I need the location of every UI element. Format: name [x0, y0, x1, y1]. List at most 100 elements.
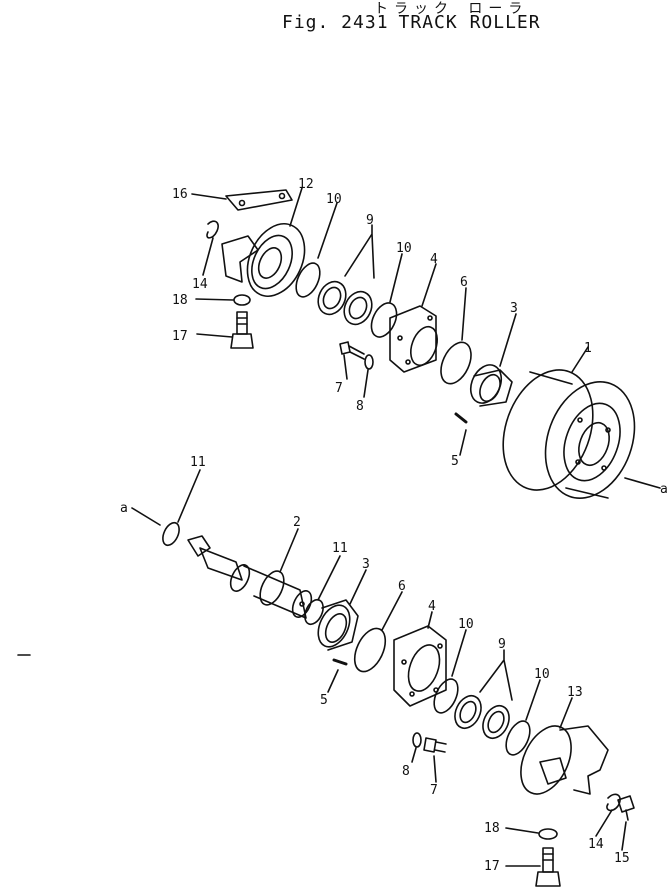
- label-10a: 10: [326, 192, 342, 207]
- leader-1: [571, 346, 589, 373]
- part-3-bushing: [469, 364, 513, 407]
- label-4: 4: [430, 252, 438, 267]
- leader-14: [202, 237, 214, 276]
- leader-3: [499, 313, 517, 367]
- leader-12: [289, 187, 303, 227]
- leader-11b: [317, 555, 341, 601]
- title-japanese: トラック ローラ: [374, 1, 529, 17]
- label-15: 15: [614, 851, 630, 866]
- upper-assembly: 16 12 10 9 10 4 6 3 1 14 18 17 7 8 5 a: [172, 177, 668, 499]
- label-14: 14: [192, 277, 208, 292]
- leader-a-upper: [624, 477, 661, 489]
- part-5-pin-lower: [332, 658, 348, 666]
- part-14-snap-ring: [206, 220, 219, 239]
- label-a-lower: a: [120, 501, 128, 516]
- label-5: 5: [451, 454, 459, 469]
- leader-a-lower: [131, 507, 161, 526]
- leader-4-lower: [427, 611, 433, 629]
- leader-8-lower: [411, 747, 417, 763]
- leader-7-lower: [433, 755, 437, 783]
- label-13: 13: [567, 685, 583, 700]
- figure-name: TRACK ROLLER: [398, 12, 541, 33]
- part-7-bolt: [339, 341, 365, 360]
- part-9-floating-seals: [317, 280, 373, 326]
- part-8-washer-lower: [412, 732, 422, 748]
- leader-5: [459, 429, 467, 456]
- part-17-bolt-lower: [535, 847, 561, 887]
- part-10-o-ring-a: [295, 262, 321, 298]
- part-2-shaft: [187, 535, 313, 619]
- leader-17: [196, 333, 233, 338]
- leader-4: [421, 263, 437, 307]
- part-1-roller: [502, 369, 636, 499]
- part-10-o-ring-b: [370, 302, 398, 338]
- leader-2: [279, 528, 299, 573]
- label-8: 8: [356, 399, 364, 414]
- label-16: 16: [172, 187, 188, 202]
- part-5-pin: [454, 412, 468, 424]
- leader-6: [461, 287, 467, 341]
- label-a-upper: a: [660, 482, 668, 497]
- part-17-bolt: [230, 311, 254, 349]
- label-11a: 11: [190, 455, 206, 470]
- part-10-o-ring-lower-b: [505, 720, 531, 756]
- label-10b: 10: [396, 241, 412, 256]
- label-14-lower: 14: [588, 837, 604, 852]
- part-16-plate: [225, 189, 293, 211]
- part-12-housing: [221, 223, 306, 297]
- label-6: 6: [460, 275, 468, 290]
- leader-5-lower: [327, 669, 339, 693]
- leader-3-lower: [349, 569, 367, 605]
- leader-10a: [317, 202, 338, 259]
- part-8-washer: [364, 354, 374, 370]
- leader-6-lower: [381, 591, 403, 631]
- part-6-o-ring: [440, 341, 472, 385]
- label-18-lower: 18: [484, 821, 500, 836]
- leader-18-lower: [505, 827, 539, 834]
- part-14-snap-ring-lower: [606, 793, 621, 812]
- figure-title: Fig. 2431 TRACK ROLLER: [282, 12, 541, 33]
- part-4-collar-lower: [393, 625, 447, 707]
- label-8-lower: 8: [402, 764, 410, 779]
- part-3-bushing-lower: [317, 599, 359, 651]
- label-12: 12: [298, 177, 314, 192]
- leader-10-lower-a: [451, 629, 467, 677]
- label-11b: 11: [332, 541, 348, 556]
- part-11-o-ring-b: [304, 598, 324, 626]
- leader-11a: [177, 469, 201, 523]
- figure-number: Fig. 2431: [282, 12, 389, 33]
- label-4-lower: 4: [428, 599, 436, 614]
- label-10-lower-a: 10: [458, 617, 474, 632]
- label-9-lower: 9: [498, 637, 506, 652]
- label-2: 2: [293, 515, 301, 530]
- leader-15: [621, 821, 627, 851]
- label-17: 17: [172, 329, 188, 344]
- part-9-floating-seals-lower: [454, 694, 510, 740]
- leader-7: [343, 354, 348, 380]
- label-6-lower: 6: [398, 579, 406, 594]
- label-7: 7: [335, 381, 343, 396]
- part-18-washer: [233, 294, 251, 306]
- label-3: 3: [510, 301, 518, 316]
- part-15-plug: [617, 795, 635, 821]
- leader-13: [559, 697, 573, 729]
- label-3-lower: 3: [362, 557, 370, 572]
- leader-10-lower-b: [525, 679, 541, 721]
- label-7-lower: 7: [430, 783, 438, 798]
- part-4-collar: [389, 305, 438, 373]
- label-1: 1: [584, 341, 592, 356]
- part-10-o-ring-lower-a: [433, 678, 459, 714]
- part-13-housing: [520, 725, 609, 795]
- label-9: 9: [366, 213, 374, 228]
- label-5-lower: 5: [320, 693, 328, 708]
- part-18-washer-lower: [538, 828, 558, 840]
- part-7-bolt-lower: [423, 737, 447, 753]
- label-10-lower-b: 10: [534, 667, 550, 682]
- leader-16: [191, 193, 227, 200]
- part-6-o-ring-lower: [353, 627, 387, 673]
- leader-18: [195, 298, 234, 301]
- label-18: 18: [172, 293, 188, 308]
- leader-9: [344, 224, 375, 279]
- part-11-o-ring-a: [162, 521, 180, 547]
